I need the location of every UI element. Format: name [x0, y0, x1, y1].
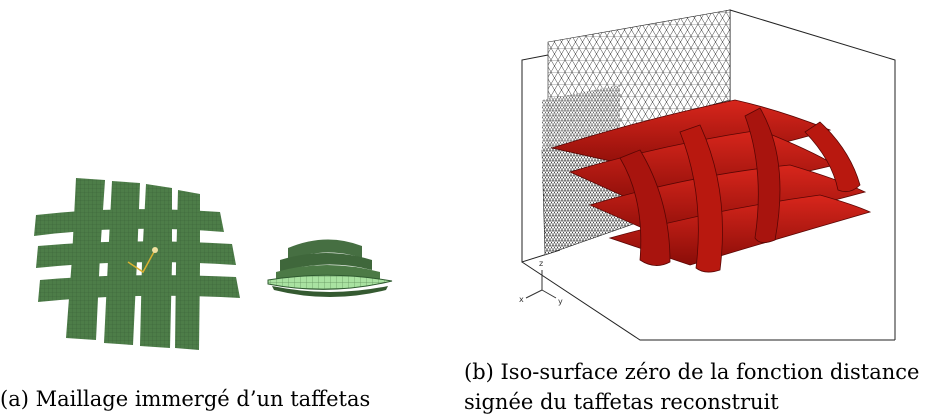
woven-mesh-image	[34, 178, 393, 350]
axis-z-label: z	[539, 259, 543, 268]
yarn-path-markers	[127, 247, 158, 274]
subfigure-a: (a) Maillage immergé d’un taffetas	[0, 0, 460, 419]
subfigure-b: z x y (b) Iso-surface zéro de la fonctio…	[460, 0, 947, 419]
axis-y-label: y	[558, 297, 563, 306]
axis-x-label: x	[519, 295, 524, 304]
axis-triad	[525, 270, 557, 299]
caption-b-line2: signée du taffetas reconstruit	[464, 390, 779, 414]
red-isosurface	[550, 99, 872, 273]
caption-b-line1: (b) Iso-surface zéro de la fonction dist…	[464, 360, 920, 384]
caption-b: (b) Iso-surface zéro de la fonction dist…	[464, 357, 919, 417]
isosurface-image: z x y	[519, 9, 896, 341]
yarn-cross-section	[267, 239, 393, 297]
horizontal-yarns	[34, 209, 240, 302]
caption-a: (a) Maillage immergé d’un taffetas	[0, 387, 371, 411]
